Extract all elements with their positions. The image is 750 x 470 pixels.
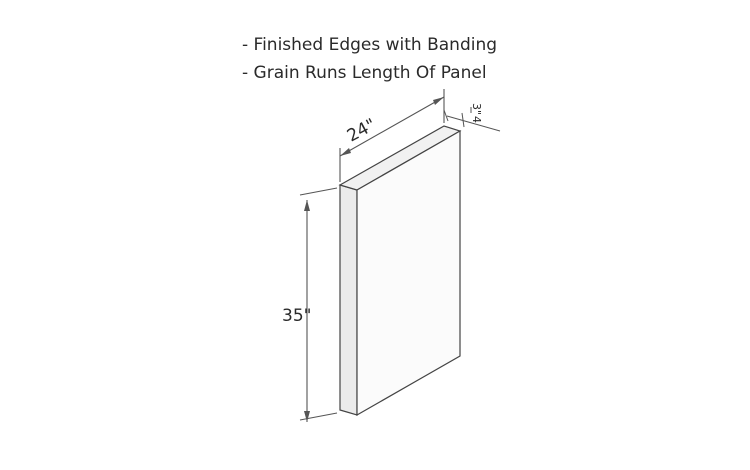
panel-side-face [339,184,358,416]
width-label: 24" [344,115,379,146]
height-arrow-bottom [304,411,310,422]
note-finished-edges: - Finished Edges with Banding [242,35,497,55]
panel-front-face [356,129,461,417]
thickness-dimension-line [446,115,501,132]
thickness-extension-right [461,112,465,128]
thickness-label-numerator: 3" [470,103,483,115]
width-dimension-line [339,96,445,157]
width-arrow-left [340,148,351,156]
height-arrow-top [304,200,310,211]
height-extension-top [299,187,338,196]
thickness-label-denominator: 4 [470,116,483,123]
width-arrow-right [433,97,444,105]
thickness-extension-left [443,109,449,122]
height-label: 35" [282,306,311,326]
note-grain-direction: - Grain Runs Length Of Panel [242,63,487,83]
